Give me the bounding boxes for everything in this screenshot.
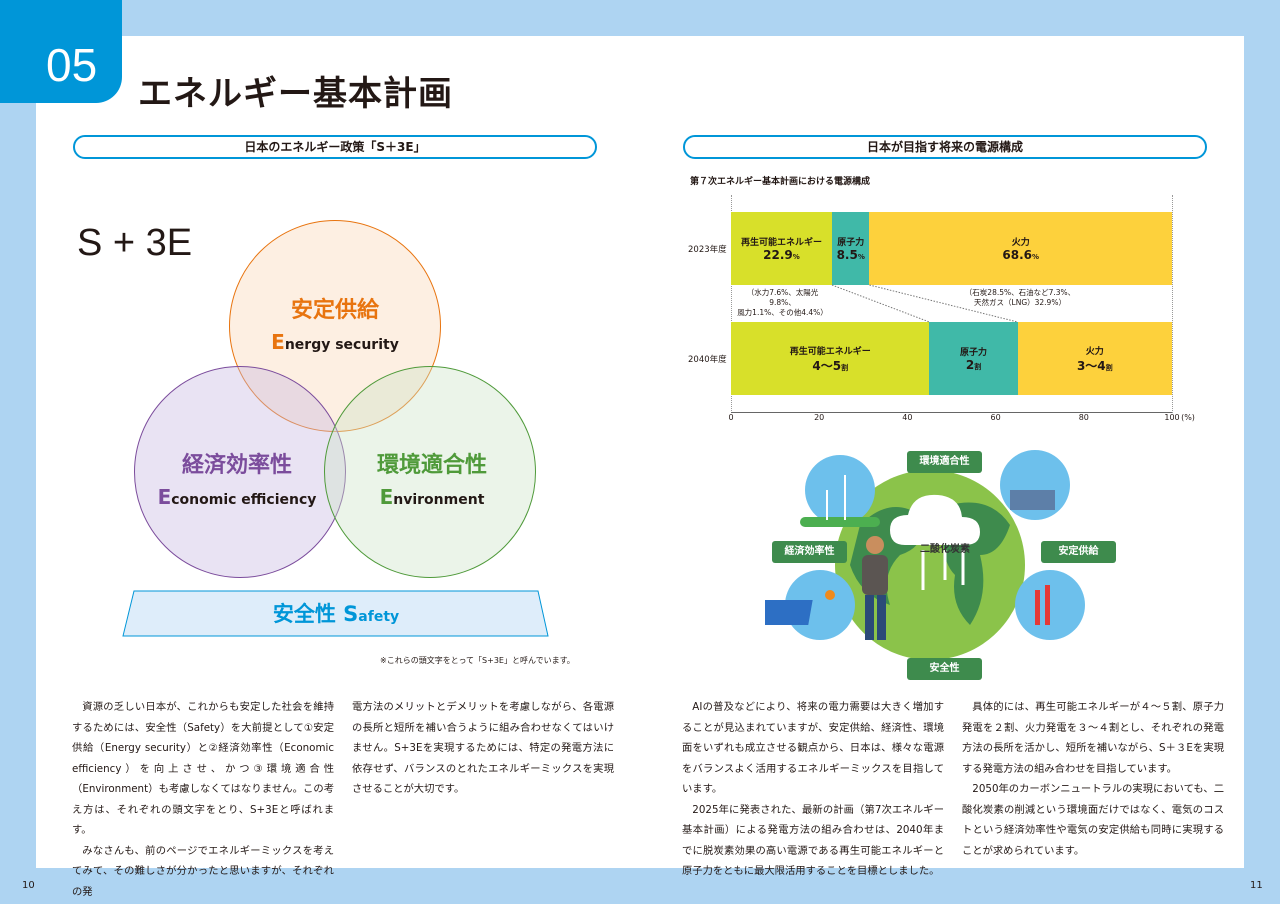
axis-right: [1172, 195, 1173, 413]
label-supply-illustration: 安定供給: [1041, 541, 1116, 563]
x-tick-label: 100: [1164, 413, 1180, 422]
s3e-heading: S + 3E: [77, 222, 193, 264]
label-economic-illustration: 経済効率性: [772, 541, 847, 563]
chapter-number: 05: [0, 0, 122, 103]
segment-value: 3〜4割: [1076, 358, 1113, 373]
segment-value: 2割: [965, 358, 982, 372]
page-number-left: 10: [22, 880, 35, 891]
x-tick-label: 40: [902, 413, 913, 422]
person-icon: [862, 536, 888, 640]
segment-value: 22.9%: [763, 248, 800, 262]
label-safety-illustration: 安全性: [907, 658, 982, 680]
cloud-icon: [890, 494, 980, 545]
circle-environment: [324, 366, 536, 578]
circle-economic-efficiency: [134, 366, 346, 578]
illustration: [765, 450, 1085, 660]
label-environment-illustration: 環境適合性: [907, 451, 982, 473]
segment-value: 8.5%: [836, 248, 865, 262]
segment-name: 再生可能エネルギー: [740, 238, 822, 248]
page-title: エネルギー基本計画: [138, 74, 453, 114]
x-tick-label: 80: [1078, 413, 1089, 422]
footnote: ※これらの頭文字をとって「S+3E」と呼んでいます。: [380, 656, 575, 665]
label-environment: 環境適合性 Environment: [376, 453, 487, 509]
x-axis: [731, 412, 1172, 413]
page-number-right: 11: [1250, 880, 1263, 891]
segment-value: 68.6%: [1002, 248, 1040, 262]
segment-name: 原子力: [960, 348, 988, 358]
row-label: 2040年度: [688, 355, 727, 365]
row-label: 2023年度: [688, 245, 727, 255]
body-column-2: 電方法のメリットとデメリットを考慮しながら、各電源の長所と短所を補い合うように組…: [352, 701, 614, 795]
segment-name: 原子力: [837, 238, 865, 248]
label-energy-security: 安定供給 Energy security: [271, 298, 399, 354]
body-column-3: AIの普及などにより、将来の電力需要は大きく増加することが見込まれていますが、安…: [682, 701, 944, 877]
segment-value: 4〜5割: [812, 358, 849, 373]
x-tick-label: 0: [728, 413, 734, 422]
label-economic-efficiency: 経済効率性 Economic efficiency: [157, 453, 317, 509]
chart-title: 第７次エネルギー基本計画における電源構成: [690, 177, 871, 187]
segment-name: 火力: [1011, 238, 1030, 248]
label-safety: 安全性 Safety: [272, 602, 400, 626]
left-section-title: 日本のエネルギー政策「S＋3E」: [73, 135, 597, 159]
x-tick-label: 60: [990, 413, 1001, 422]
body-column-1: 資源の乏しい日本が、これからも安定した社会を維持するためには、安全性（Safet…: [72, 701, 334, 898]
right-section-title: 日本が目指す将来の電源構成: [683, 135, 1207, 159]
renewable-breakdown: （水力7.6%、太陽光9.8%、風力1.1%、その他4.4%）: [737, 288, 828, 317]
x-tick-label: 20: [814, 413, 825, 422]
segment-name: 火力: [1085, 346, 1104, 357]
co2-label: 二酸化炭素: [920, 544, 970, 555]
wind-turbine-icon: [805, 455, 875, 525]
segment-name: 再生可能エネルギー: [789, 346, 871, 357]
thermal-breakdown: （石炭28.5%、石油など7.3%、天然ガス（LNG）32.9%）: [964, 288, 1076, 307]
body-column-4: 具体的には、再生可能エネルギーが４〜５割、原子力発電を２割、火力発電を３〜４割と…: [962, 701, 1224, 857]
axis-left: [731, 195, 732, 413]
x-axis-unit: (%): [1181, 413, 1195, 422]
safety-base: [122, 590, 549, 637]
